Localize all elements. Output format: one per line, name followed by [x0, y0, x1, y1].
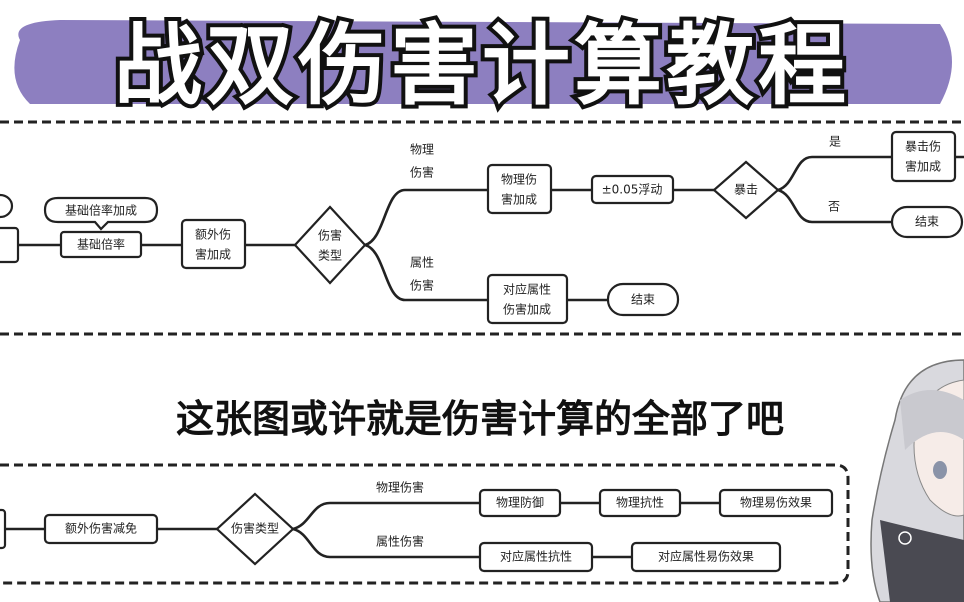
callout-base-rate-bonus: 基础倍率加成	[43, 196, 159, 231]
node-physical-resistance: 物理抗性	[598, 488, 682, 518]
bottom-flow-connectors	[5, 501, 720, 559]
svg-text:结束: 结束	[631, 293, 655, 307]
decision-damage-type: 伤害 类型	[293, 205, 367, 285]
svg-text:物理抗性: 物理抗性	[616, 495, 664, 510]
svg-text:害加成: 害加成	[195, 247, 231, 262]
label-no: 否	[828, 200, 840, 214]
svg-text:对应属性: 对应属性	[503, 282, 551, 297]
node-end-2: 结束	[606, 282, 680, 317]
node-end: 结束	[890, 205, 964, 239]
label-physical-bottom: 物理伤害	[376, 480, 424, 495]
svg-text:伤害: 伤害	[318, 228, 342, 243]
bottom-dashed-box	[0, 463, 850, 585]
node-crit-bonus: 暴击伤 害加成	[890, 130, 957, 183]
label-physical-2: 伤害	[410, 165, 434, 180]
label-yes: 是	[829, 135, 841, 149]
node-elemental-bonus: 对应属性 伤害加成	[486, 273, 569, 325]
node-float: ±0.05浮动	[590, 174, 675, 205]
svg-text:伤害类型: 伤害类型	[231, 521, 279, 536]
svg-text:害加成: 害加成	[905, 159, 941, 174]
label-physical: 物理	[410, 143, 434, 157]
svg-text:物理伤: 物理伤	[501, 173, 537, 187]
top-flow-connectors	[18, 155, 964, 302]
svg-text:类型: 类型	[318, 249, 342, 263]
svg-text:对应属性易伤效果: 对应属性易伤效果	[658, 549, 754, 564]
page-title: 战双伤害计算教程	[114, 14, 850, 117]
decision-crit: 暴击	[712, 160, 780, 220]
title-banner	[14, 20, 952, 104]
subtitle: 这张图或许就是伤害计算的全部了吧	[176, 397, 784, 441]
svg-text:对应属性抗性: 对应属性抗性	[500, 549, 572, 564]
node-extra-damage-reduction: 额外伤害减免	[43, 513, 159, 545]
node-physical-bonus: 物理伤 害加成	[486, 163, 553, 215]
svg-text:害加成: 害加成	[501, 192, 537, 207]
label-elemental: 属性	[410, 256, 434, 270]
character-illustration	[870, 359, 964, 602]
partial-left-node	[0, 226, 20, 264]
node-elemental-resistance: 对应属性抗性	[478, 541, 594, 573]
node-extra-damage-bonus: 额外伤 害加成	[180, 218, 247, 270]
svg-text:±0.05浮动: ±0.05浮动	[602, 183, 663, 197]
partial-left-node-2	[0, 508, 7, 550]
label-elemental-bottom: 属性伤害	[376, 534, 424, 549]
svg-text:伤害加成: 伤害加成	[503, 302, 551, 317]
svg-text:基础倍率: 基础倍率	[77, 237, 125, 252]
svg-text:结束: 结束	[915, 215, 939, 229]
svg-text:物理易伤效果: 物理易伤效果	[740, 495, 812, 510]
node-base-rate: 基础倍率	[59, 230, 143, 259]
partial-start-node	[0, 193, 14, 219]
node-elemental-vulnerability: 对应属性易伤效果	[630, 541, 782, 573]
label-elemental-2: 伤害	[410, 278, 434, 293]
svg-text:额外伤害减免: 额外伤害减免	[65, 521, 137, 536]
decision-damage-type-2: 伤害类型	[215, 492, 295, 566]
svg-text:物理防御: 物理防御	[496, 495, 544, 510]
node-physical-defense: 物理防御	[478, 488, 562, 518]
svg-text:暴击: 暴击	[734, 183, 758, 197]
node-physical-vulnerability: 物理易伤效果	[718, 488, 834, 518]
svg-text:基础倍率加成: 基础倍率加成	[65, 203, 137, 218]
svg-text:暴击伤: 暴击伤	[905, 140, 941, 154]
svg-text:额外伤: 额外伤	[195, 228, 231, 242]
